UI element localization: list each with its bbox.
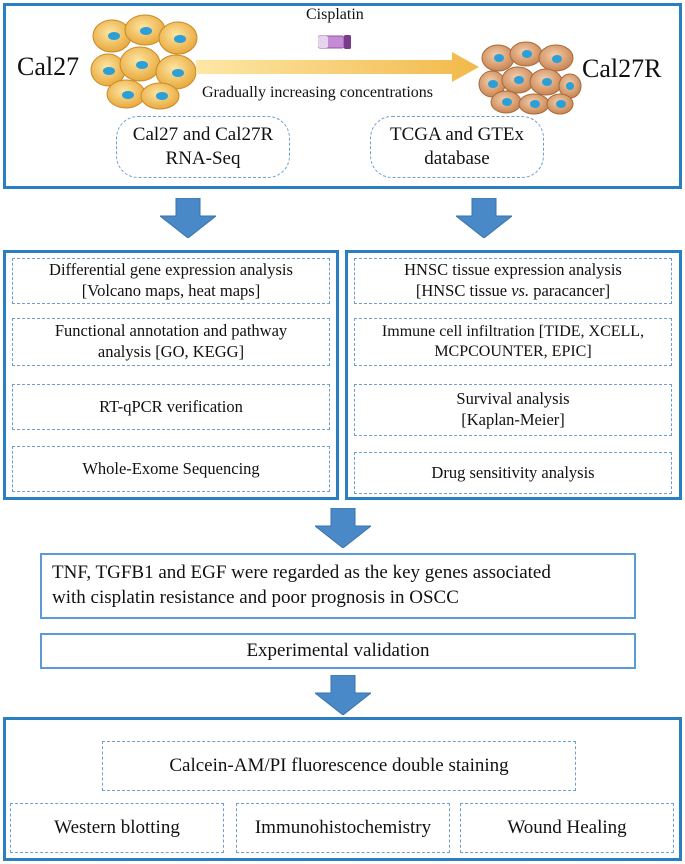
key-genes-box: TNF, TGFB1 and EGF were regarded as the … — [40, 553, 636, 619]
wound-healing-box: Wound Healing — [460, 803, 674, 853]
calcein-staining-box: Calcein-AM/PI fluorescence double staini… — [102, 741, 576, 791]
database-line-1: TCGA and GTEx — [389, 124, 525, 146]
whole-exome-box: Whole-Exome Sequencing — [12, 446, 330, 492]
box-line: Immune cell infiltration [TIDE, XCELL, — [381, 323, 645, 340]
cal27r-cell-cluster-icon — [478, 41, 582, 115]
vial-icon — [318, 35, 351, 49]
cal27-cell-cluster-icon — [90, 14, 198, 110]
experimental-validation-label: Experimental validation — [246, 640, 430, 661]
immune-infiltration-box: Immune cell infiltration [TIDE, XCELL, M… — [354, 318, 672, 366]
survival-analysis-box: Survival analysis [Kaplan-Meier] — [354, 384, 672, 436]
concentration-arrow-icon — [196, 52, 479, 82]
functional-annotation-box: Functional annotation and pathway analys… — [12, 318, 330, 366]
box-line: Drug sensitivity analysis — [431, 462, 595, 482]
western-blotting-box: Western blotting — [10, 803, 224, 853]
box-line: [Kaplan-Meier] — [461, 410, 565, 429]
rna-seq-line-1: Cal27 and Cal27R — [132, 124, 274, 146]
box-line: Whole-Exome Sequencing — [82, 458, 260, 478]
immunohistochemistry-label: Immunohistochemistry — [254, 817, 432, 839]
immunohistochemistry-box: Immunohistochemistry — [236, 803, 450, 853]
key-genes-line-1: TNF, TGFB1 and EGF were regarded as the … — [52, 562, 551, 584]
down-arrow-icon — [160, 198, 216, 238]
database-line-2: database — [424, 148, 490, 169]
rna-seq-line-2: RNA-Seq — [165, 148, 241, 169]
wound-healing-label: Wound Healing — [507, 817, 627, 839]
vs-italic: vs. — [511, 281, 530, 300]
drug-sensitivity-box: Drug sensitivity analysis — [354, 452, 672, 494]
cal27r-label: Cal27R — [582, 54, 662, 83]
down-arrow-icon — [456, 198, 512, 238]
box-line: [Volcano maps, heat maps] — [81, 281, 261, 300]
box-line: MCPCOUNTER, EPIC] — [434, 343, 592, 360]
box-line: Differential gene expression analysis — [49, 260, 293, 280]
box-line: HNSC tissue expression analysis — [404, 260, 622, 280]
rt-qpcr-box: RT-qPCR verification — [12, 384, 330, 430]
cisplatin-label: Cisplatin — [306, 6, 364, 23]
key-genes-text: TNF, TGFB1 and EGF were regarded as the … — [52, 561, 551, 610]
box-line: analysis [GO, KEGG] — [97, 342, 245, 361]
key-genes-line-2: with cisplatin resistance and poor progn… — [52, 587, 459, 608]
rna-seq-box: Cal27 and Cal27R RNA-Seq — [116, 116, 290, 178]
differential-expression-box: Differential gene expression analysis [V… — [12, 258, 330, 304]
hnsc-expression-box: HNSC tissue expression analysis [HNSC ti… — [354, 258, 672, 304]
calcein-staining-label: Calcein-AM/PI fluorescence double staini… — [169, 755, 509, 777]
process-label: Gradually increasing concentrations — [202, 84, 434, 101]
box-line: Functional annotation and pathway — [54, 321, 288, 341]
down-arrow-icon — [315, 675, 371, 715]
box-line: Survival analysis — [456, 389, 570, 409]
box-line: RT-qPCR verification — [99, 396, 243, 416]
experimental-validation-box: Experimental validation — [40, 633, 636, 669]
box-line: [HNSC tissue vs. paracancer] — [415, 281, 611, 300]
down-arrow-icon — [315, 508, 371, 548]
cal27-label: Cal27 — [17, 52, 80, 81]
database-box: TCGA and GTEx database — [370, 116, 544, 178]
western-blotting-label: Western blotting — [54, 817, 180, 839]
